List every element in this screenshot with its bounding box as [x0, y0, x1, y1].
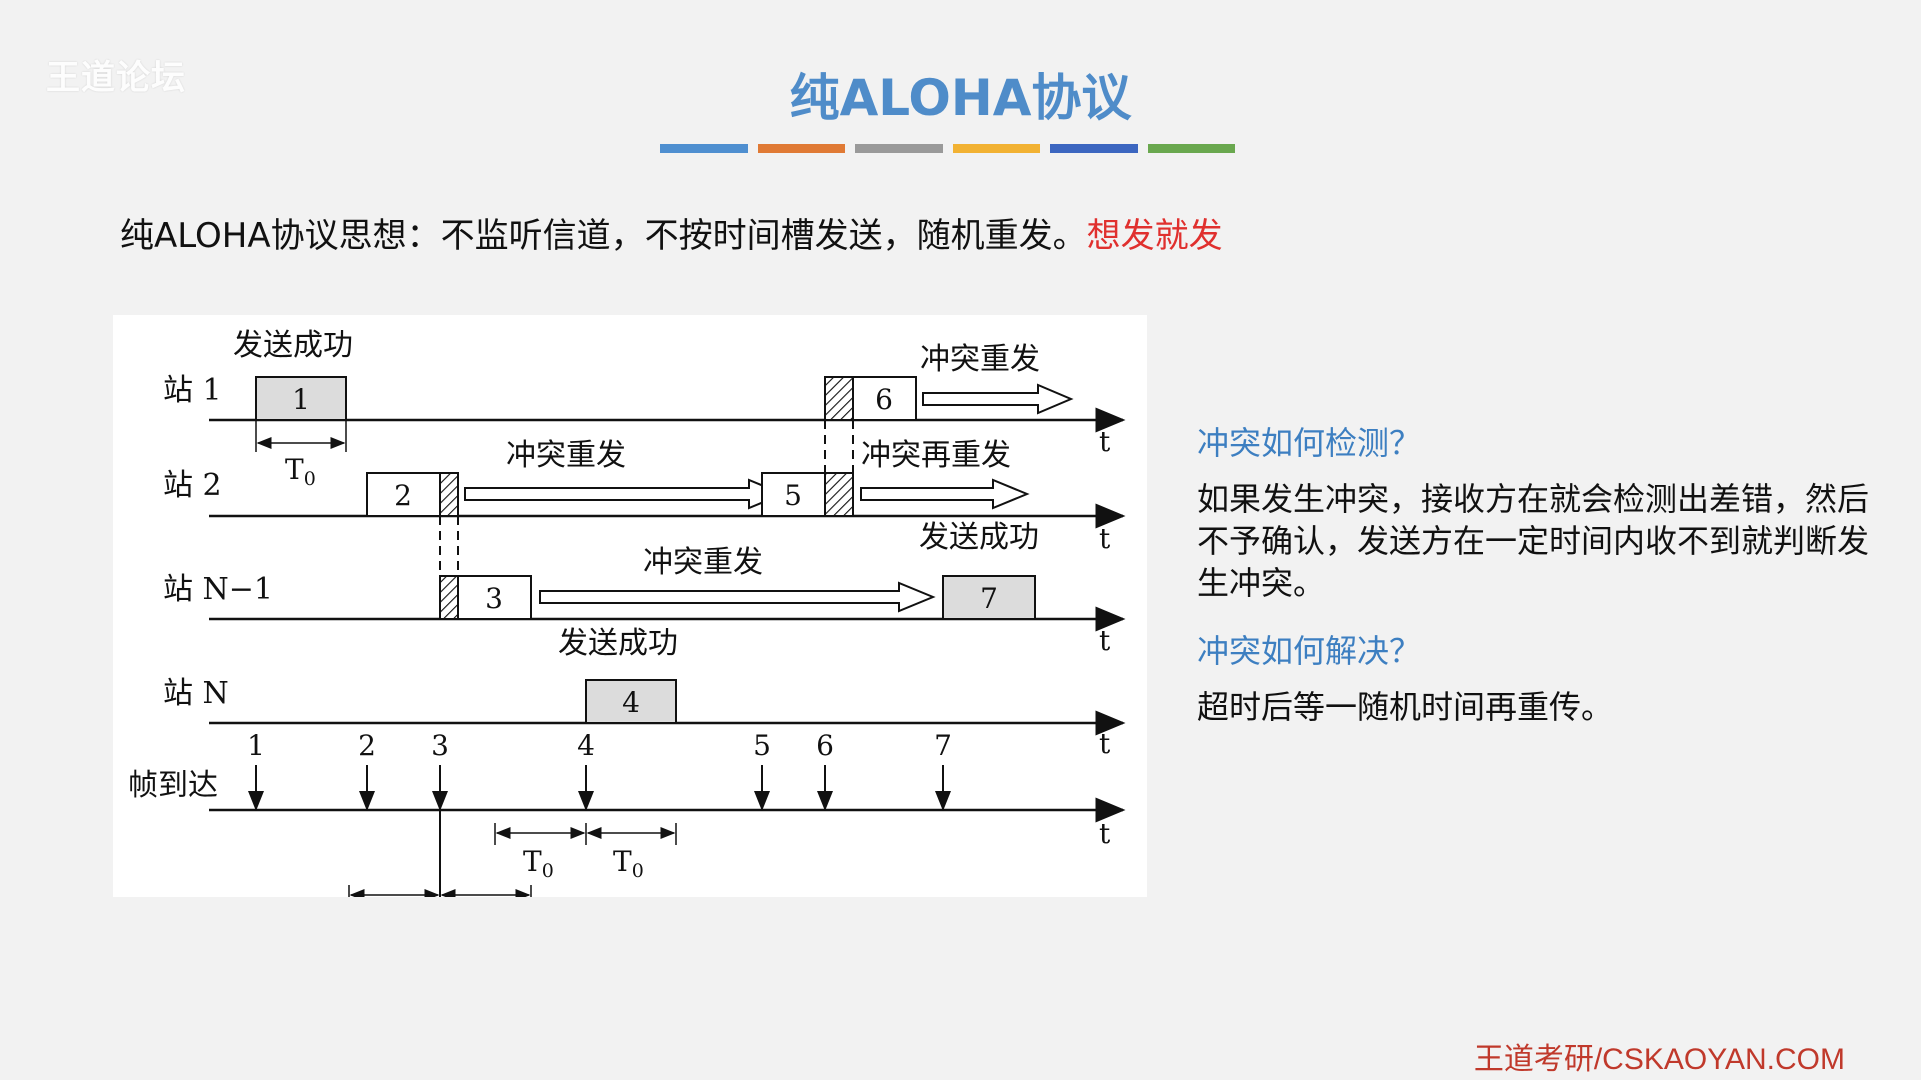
axis-t-2: t — [1099, 522, 1111, 555]
color-seg-3 — [855, 144, 943, 153]
color-seg-4 — [952, 144, 1040, 153]
frame-7-label: 7 — [980, 582, 998, 615]
axis-t-1: t — [1099, 425, 1111, 458]
retransmit-again-arrow — [860, 478, 1030, 510]
frame-1 — [255, 376, 347, 421]
frame-2 — [366, 472, 441, 517]
axis-t-3: t — [1099, 624, 1111, 657]
t0-label-mid-right: T0 — [613, 845, 644, 882]
success-label-7: 发送成功 — [919, 520, 1039, 555]
station-label-n: 站 N — [163, 676, 229, 711]
collision-hatch-5 — [824, 472, 854, 517]
frame-6-label: 6 — [875, 383, 893, 416]
answer-detect: 如果发生冲突，接收方在就会检测出差错，然后不予确认，发送方在一定时间内收不到就判… — [1197, 480, 1870, 602]
success-label-1: 发送成功 — [233, 328, 353, 363]
arrival-6: 6 — [816, 729, 834, 762]
arrival-7: 7 — [934, 729, 952, 762]
slide-title: 纯ALOHA协议 — [789, 69, 1132, 127]
frame-4-label: 4 — [622, 686, 640, 719]
aloha-timing-diagram: 站 1 站 2 站 N−1 站 N 帧到达 t t t t t 发送成功 1 T… — [113, 315, 1147, 897]
frame-4 — [585, 679, 677, 724]
color-divider — [660, 144, 1235, 153]
footer-brand: 王道考研/CSKAOYAN.COM — [1473, 1043, 1845, 1076]
axis-t-4: t — [1099, 727, 1111, 760]
color-seg-2 — [757, 144, 845, 153]
frame-1-label: 1 — [292, 383, 310, 416]
color-seg-6 — [1147, 144, 1235, 153]
retransmit-arrow-2 — [464, 478, 786, 510]
diagram-svg: 站 1 站 2 站 N−1 站 N 帧到达 t t t t t 发送成功 1 T… — [128, 328, 1126, 897]
question-resolve: 冲突如何解决？ — [1197, 632, 1422, 670]
station-label-1: 站 1 — [163, 373, 222, 408]
frame-3 — [457, 575, 532, 620]
retransmit-label-2: 冲突重发 — [506, 438, 626, 473]
station-label-2: 站 2 — [163, 468, 222, 503]
explanation-panel: 冲突如何检测？ 如果发生冲突，接收方在就会检测出差错，然后不予确认，发送方在一定… — [1197, 418, 1877, 750]
arrival-1: 1 — [247, 729, 265, 762]
retransmit-arrow-3 — [539, 581, 936, 613]
collision-hatch-2 — [439, 472, 459, 517]
station-label-n-1: 站 N−1 — [163, 572, 273, 607]
success-label-4: 发送成功 — [558, 626, 678, 661]
answer-resolve: 超时后等一随机时间再重传。 — [1197, 688, 1614, 726]
question-detect: 冲突如何检测？ — [1197, 424, 1422, 462]
collision-hatch-6 — [824, 376, 854, 421]
arrival-5: 5 — [753, 729, 771, 762]
lead-text: 纯ALOHA协议思想：不监听信道，不按时间槽发送，随机重发。想发就发 — [120, 208, 1223, 257]
arrival-markers: 1 2 3 4 5 6 7 — [247, 729, 952, 811]
color-seg-1 — [660, 144, 748, 153]
t0-label-1: T0 — [285, 453, 316, 490]
color-seg-5 — [1050, 144, 1138, 153]
retransmit-arrow-1 — [922, 383, 1074, 415]
axis-t-5: t — [1099, 817, 1111, 850]
retransmit-again-label: 冲突再重发 — [861, 438, 1011, 473]
lead-highlight: 想发就发 — [1086, 216, 1223, 256]
frame-7 — [942, 575, 1036, 620]
frame-2-label: 2 — [394, 479, 412, 512]
frame-6 — [852, 376, 917, 421]
collision-hatch-3 — [439, 575, 459, 620]
lead-main: 纯ALOHA协议思想：不监听信道，不按时间槽发送，随机重发。 — [120, 216, 1087, 256]
retransmit-label-3: 冲突重发 — [643, 545, 763, 580]
arrival-2: 2 — [358, 729, 376, 762]
arrival-label: 帧到达 — [128, 768, 218, 803]
arrival-3: 3 — [431, 729, 449, 762]
t0-label-mid-left: T0 — [523, 845, 554, 882]
frame-5-label: 5 — [784, 479, 802, 512]
retransmit-label-1: 冲突重发 — [920, 342, 1040, 377]
frame-3-label: 3 — [485, 582, 503, 615]
arrival-4: 4 — [577, 729, 595, 762]
watermark-logo: 王道论坛 — [46, 58, 186, 98]
